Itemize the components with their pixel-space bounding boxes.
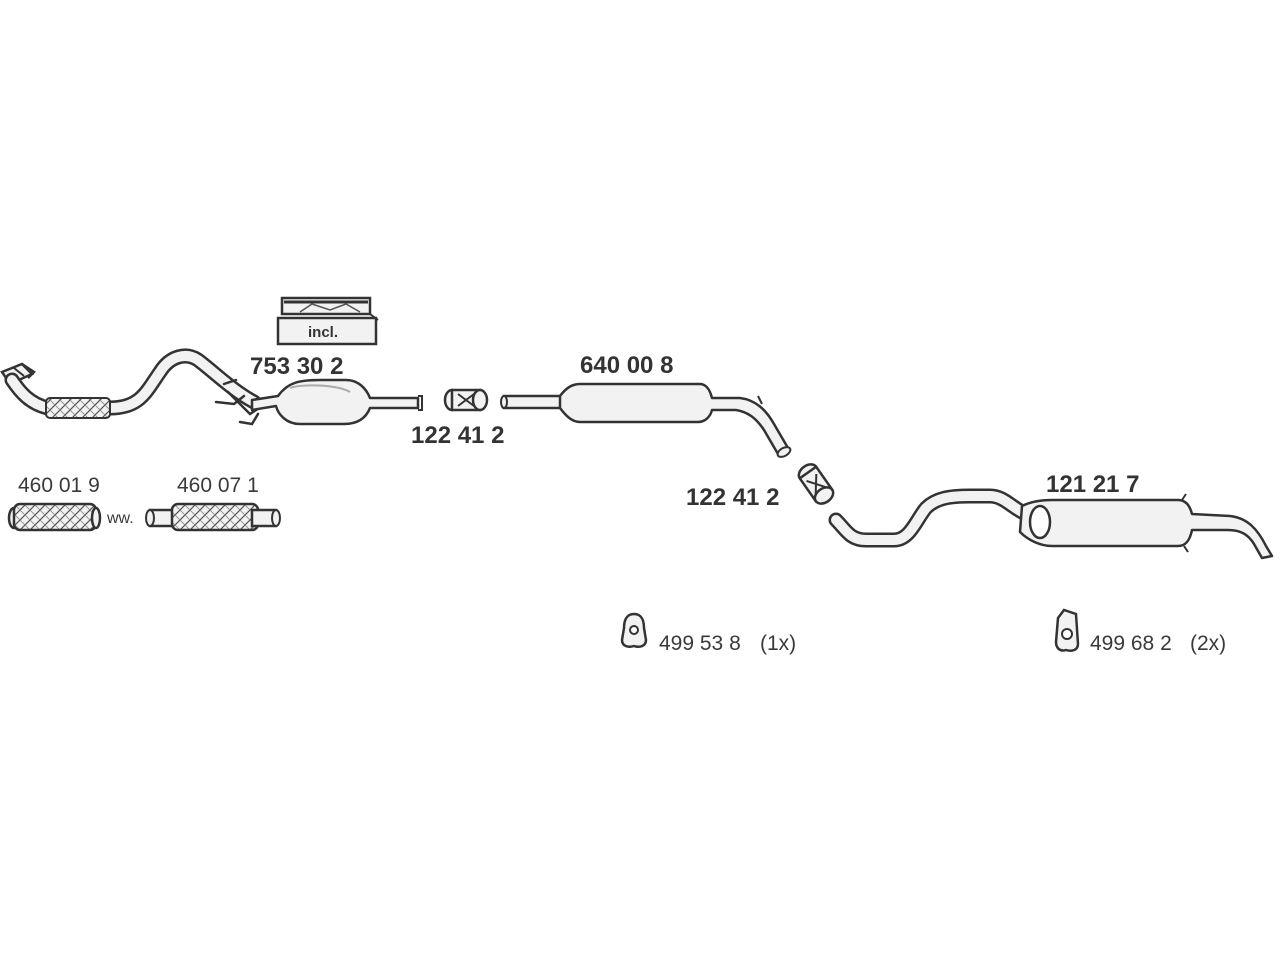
flex-pipe-460071 <box>145 502 281 532</box>
mounting-kit-box <box>276 296 379 346</box>
catalyst <box>250 378 423 426</box>
rubber-mount-499682 <box>1054 608 1080 652</box>
ww-note: ww. <box>107 510 134 527</box>
flex-section <box>45 397 111 419</box>
part-number-catalyst: 753 30 2 <box>250 353 344 380</box>
incl-badge: incl. <box>308 324 339 341</box>
part-number-rear-silencer: 121 21 7 <box>1046 471 1140 498</box>
part-number-mount-1: 499 53 8 <box>659 632 741 655</box>
mount-2-quantity: (2x) <box>1190 632 1227 655</box>
part-number-mount-2: 499 68 2 <box>1090 632 1172 655</box>
middle-silencer <box>500 382 792 458</box>
rear-silencer <box>828 488 1274 560</box>
clamp-2 <box>797 463 835 505</box>
rubber-mount-499538 <box>620 612 648 648</box>
clamp-1 <box>443 388 489 412</box>
part-number-flex-a: 460 01 9 <box>18 474 100 497</box>
front-pipe <box>0 348 264 426</box>
part-number-flex-b: 460 07 1 <box>177 474 259 497</box>
flex-pipe-460019 <box>7 502 102 532</box>
mount-1-quantity: (1x) <box>760 632 797 655</box>
part-number-clamp-1: 122 41 2 <box>411 422 505 449</box>
part-number-middle-silencer: 640 00 8 <box>580 352 674 379</box>
part-number-clamp-2: 122 41 2 <box>686 484 780 511</box>
pipe-bracket <box>214 378 264 426</box>
